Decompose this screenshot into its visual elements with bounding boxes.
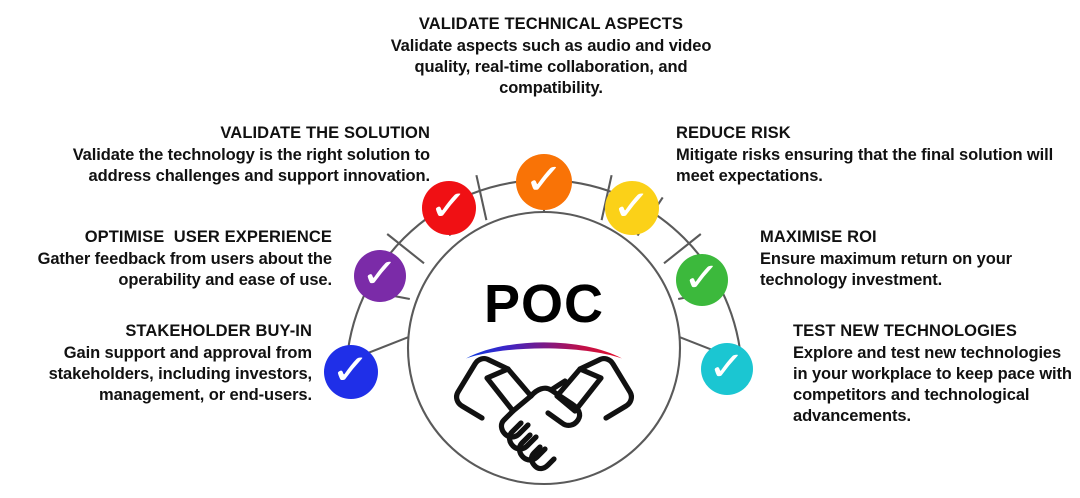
callout-maximise-roi: MAXIMISE ROI Ensure maximum return on yo… (760, 227, 1072, 291)
callout-body: Validate the technology is the right sol… (72, 146, 430, 186)
center-label: POC (483, 274, 605, 334)
swoosh-accent (466, 342, 622, 359)
callout-optimise-user-experience: OPTIMISE USER EXPERIENCE Gather feedback… (14, 227, 333, 291)
callout-test-new-technologies: TEST NEW TECHNOLOGIES Explore and test n… (793, 321, 1075, 428)
check-icon: ✓ (612, 181, 652, 230)
callout-title: STAKEHOLDER BUY-IN (125, 322, 312, 340)
callout-validate-the-solution: VALIDATE THE SOLUTION Validate the techn… (44, 123, 430, 187)
callout-title: OPTIMISE USER EXPERIENCE (84, 228, 332, 246)
callout-validate-technical-aspects: VALIDATE TECHNICAL ASPECTS Validate aspe… (380, 14, 722, 99)
callout-body: Ensure maximum return on your technology… (760, 250, 1012, 290)
badge-test-new-technologies[interactable]: ✓ (701, 343, 753, 395)
check-icon: ✓ (683, 255, 721, 301)
callout-body: Mitigate risks ensuring that the final s… (676, 146, 1054, 186)
badge-validate-technical-aspects[interactable]: ✓ (516, 154, 572, 210)
callout-title: VALIDATE THE SOLUTION (220, 124, 430, 142)
check-icon: ✓ (331, 345, 371, 394)
badge-maximise-roi[interactable]: ✓ (676, 254, 728, 306)
callout-body: Gain support and approval from stakehold… (48, 344, 313, 405)
callout-stakeholder-buy-in: STAKEHOLDER BUY-IN Gain support and appr… (12, 321, 313, 406)
callout-title: MAXIMISE ROI (760, 228, 877, 246)
callout-title: REDUCE RISK (676, 124, 791, 142)
badge-validate-the-solution[interactable]: ✓ (422, 181, 476, 235)
check-icon: ✓ (523, 154, 565, 205)
handshake-icon (454, 356, 634, 472)
check-icon: ✓ (361, 251, 399, 297)
callout-reduce-risk: REDUCE RISK Mitigate risks ensuring that… (676, 123, 1068, 187)
check-icon: ✓ (708, 344, 746, 390)
badge-stakeholder-buy-in[interactable]: ✓ (324, 345, 378, 399)
badge-optimise-user-experience[interactable]: ✓ (354, 250, 406, 302)
badge-reduce-risk[interactable]: ✓ (605, 181, 659, 235)
callout-body: Gather feedback from users about the ope… (37, 250, 333, 290)
check-icon: ✓ (429, 181, 469, 230)
callout-body: Validate aspects such as audio and video… (390, 37, 712, 98)
callout-body: Explore and test new technologies in you… (793, 344, 1072, 426)
callout-title: VALIDATE TECHNICAL ASPECTS (418, 15, 684, 33)
callout-title: TEST NEW TECHNOLOGIES (793, 322, 1017, 340)
